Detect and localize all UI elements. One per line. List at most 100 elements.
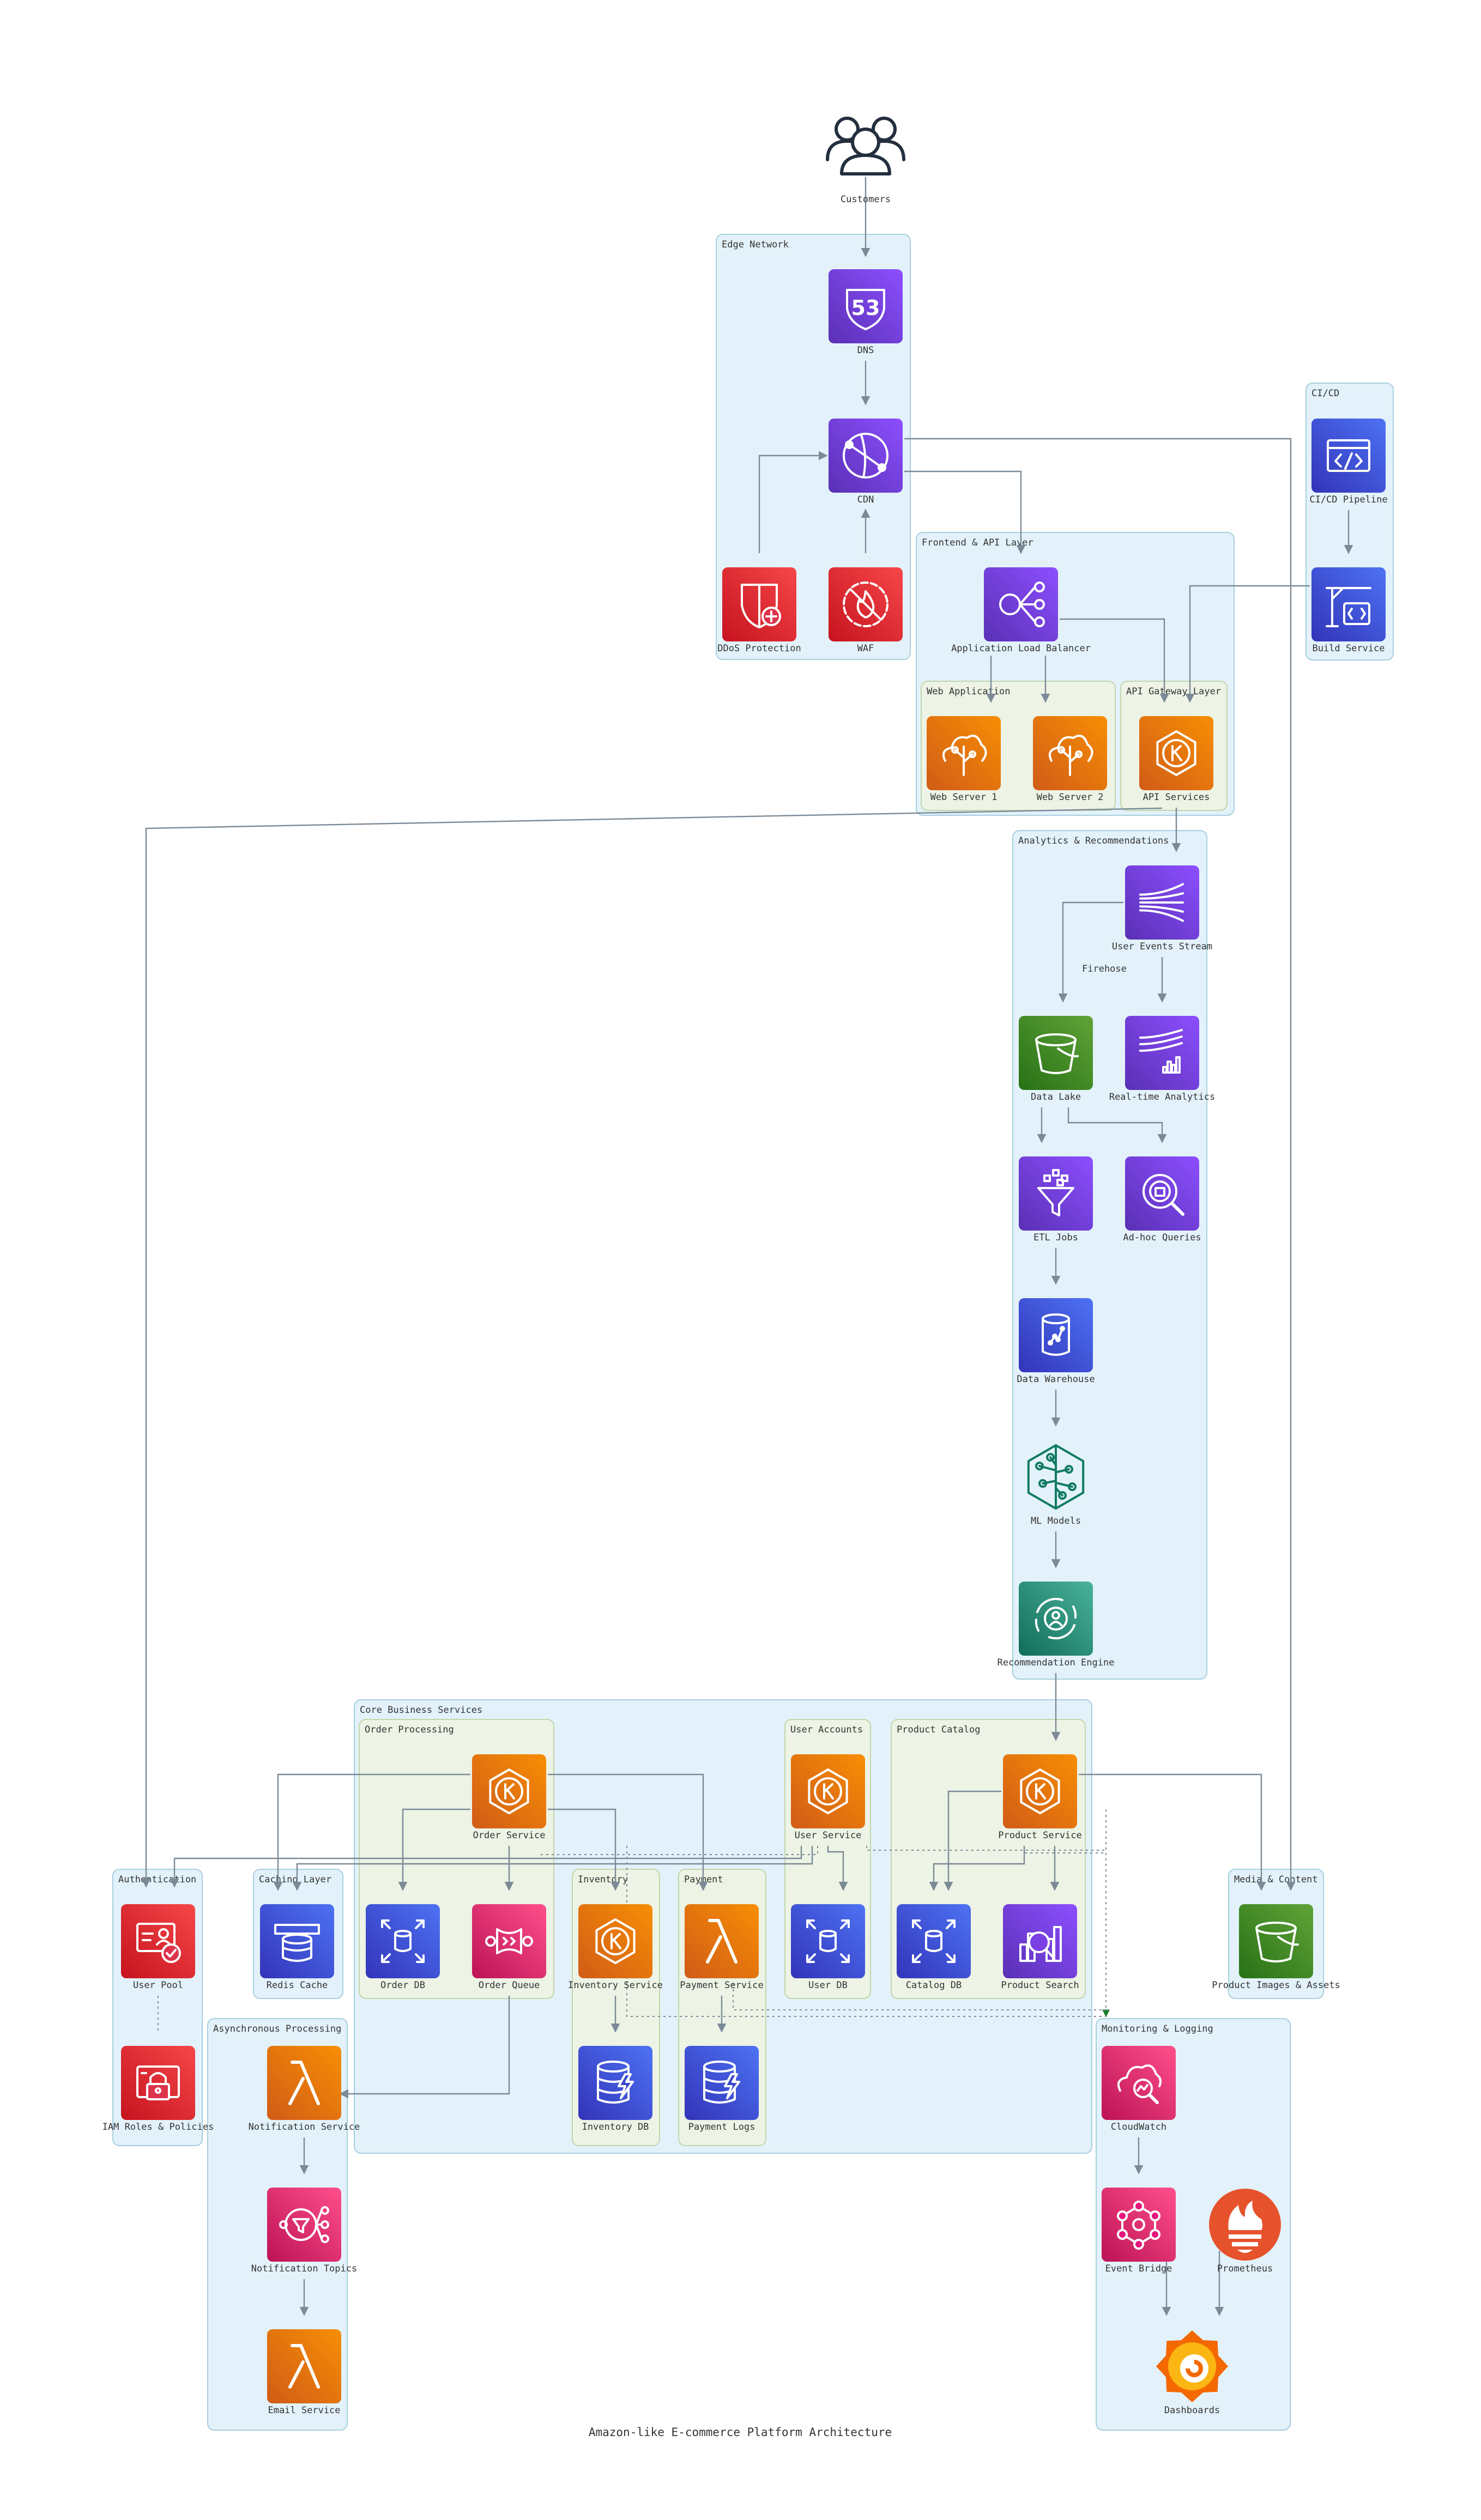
edge-27 — [827, 1846, 848, 1891]
node-dashboards[interactable]: Dashboards — [1156, 2330, 1228, 2416]
edge-24 — [548, 1808, 620, 1891]
node-label-email: Email Service — [268, 2405, 340, 2416]
node-userpool[interactable]: User Pool — [121, 1904, 195, 1991]
node-tile-inventorydb — [578, 2046, 652, 2120]
node-cicd_pipeline[interactable]: CI/CD Pipeline — [1309, 419, 1388, 505]
group-label-webapp: Web Application — [927, 686, 1011, 697]
node-customers[interactable]: Customers — [826, 117, 905, 205]
sqs-icon — [485, 1928, 533, 1954]
node-rtanalytics[interactable]: Real-time Analytics — [1109, 1016, 1215, 1102]
node-adhoc[interactable]: Ad-hoc Queries — [1123, 1156, 1201, 1243]
node-datalake[interactable]: Data Lake — [1019, 1016, 1093, 1102]
edge-28 — [170, 1846, 802, 1888]
node-catalogdb[interactable]: Catalog DB — [897, 1904, 971, 1991]
node-tile-cloudwatch — [1102, 2046, 1176, 2120]
elastic-beanstalk-icon — [1049, 735, 1093, 776]
edge-26 — [548, 1773, 708, 1891]
kubernetes-icon — [1156, 730, 1196, 776]
node-tile-dns — [829, 269, 903, 343]
node-order_svc[interactable]: Order Service — [472, 1754, 546, 1841]
personalize-icon — [1035, 1597, 1077, 1640]
kubernetes-icon — [489, 1768, 529, 1814]
edges-layer — [141, 177, 1353, 2316]
node-redis[interactable]: Redis Cache — [260, 1904, 334, 1991]
node-waf[interactable]: WAF — [829, 567, 903, 654]
node-user_svc[interactable]: User Service — [791, 1754, 865, 1841]
node-inventorydb[interactable]: Inventory DB — [578, 2046, 652, 2133]
node-web2[interactable]: Web Server 2 — [1033, 716, 1107, 803]
group-label-media: Media & Content — [1234, 1874, 1318, 1885]
bucket-icon — [1035, 1033, 1079, 1074]
node-web1[interactable]: Web Server 1 — [927, 716, 1001, 803]
cloudfront-icon — [843, 433, 888, 478]
node-label-events: User Events Stream — [1112, 941, 1212, 952]
group-label-core: Core Business Services — [360, 1705, 482, 1716]
edge-8 — [1185, 585, 1310, 703]
node-api[interactable]: API Services — [1139, 716, 1213, 803]
node-build[interactable]: Build Service — [1311, 567, 1386, 654]
kubernetes-icon — [1020, 1768, 1060, 1814]
node-label-cloudwatch: CloudWatch — [1111, 2122, 1166, 2133]
edge-29 — [292, 1846, 813, 1891]
elasticache-icon — [274, 1924, 320, 1962]
edge-34 — [339, 1996, 510, 2099]
kinesis-icon — [1139, 883, 1184, 922]
node-warehouse[interactable]: Data Warehouse — [1017, 1298, 1095, 1385]
node-events[interactable]: User Events Stream — [1112, 865, 1212, 952]
iam-icon — [136, 2065, 180, 2100]
group-label-edge: Edge Network — [722, 239, 789, 250]
node-payment_svc[interactable]: Payment Service — [680, 1904, 764, 1991]
node-eventbridge[interactable]: Event Bridge — [1102, 2188, 1176, 2274]
node-ml[interactable]: ML Models — [1027, 1444, 1085, 1526]
codepipeline-icon — [1327, 439, 1370, 472]
node-label-userpool: User Pool — [133, 1980, 183, 1991]
group-label-cicd: CI/CD — [1311, 388, 1339, 399]
node-cdn[interactable]: CDN — [829, 419, 903, 505]
node-iam[interactable]: IAM Roles & Policies — [102, 2046, 214, 2133]
node-userdb[interactable]: User DB — [791, 1904, 865, 1991]
group-label-useraccts: User Accounts — [790, 1724, 863, 1735]
node-label-alb: Application Load Balancer — [951, 643, 1091, 654]
dynamodb-icon — [597, 2061, 634, 2104]
group-monitoring — [1096, 2018, 1291, 2431]
node-label-adhoc: Ad-hoc Queries — [1123, 1232, 1201, 1243]
glue-icon — [1037, 1169, 1074, 1216]
node-paymentlogs[interactable]: Payment Logs — [685, 2046, 759, 2133]
lambda-icon — [288, 2344, 320, 2389]
node-topics[interactable]: Notification Topics — [251, 2188, 357, 2274]
node-ddos[interactable]: DDoS Protection — [717, 567, 801, 654]
node-label-order_svc: Order Service — [473, 1830, 545, 1841]
node-orderdb[interactable]: Order DB — [366, 1904, 440, 1991]
node-alb[interactable]: Application Load Balancer — [951, 567, 1091, 654]
node-label-customers: Customers — [841, 194, 891, 205]
node-search[interactable]: Product Search — [1001, 1904, 1079, 1991]
node-recommend[interactable]: Recommendation Engine — [998, 1582, 1115, 1668]
node-label-orderdb: Order DB — [380, 1980, 425, 1991]
node-label-userdb: User DB — [808, 1980, 848, 1991]
node-label-etl: ETL Jobs — [1033, 1232, 1078, 1243]
node-prometheus[interactable]: Prometheus — [1209, 2189, 1281, 2274]
node-notify_svc[interactable]: Notification Service — [249, 2046, 360, 2133]
node-inventory_svc[interactable]: Inventory Service — [568, 1904, 663, 1991]
node-tile-orderdb — [366, 1904, 440, 1978]
node-etl[interactable]: ETL Jobs — [1019, 1156, 1093, 1243]
node-label-eventbridge: Event Bridge — [1105, 2263, 1172, 2274]
node-label-build: Build Service — [1312, 643, 1385, 654]
node-images[interactable]: Product Images & Assets — [1212, 1904, 1340, 1991]
node-tile-datalake — [1019, 1016, 1093, 1090]
group-label-cache: Caching Layer — [259, 1874, 331, 1885]
node-product_svc[interactable]: Product Service — [998, 1754, 1082, 1841]
node-email[interactable]: Email Service — [267, 2329, 341, 2416]
dotted-edge-4 — [626, 1846, 1106, 2017]
node-label-redis: Redis Cache — [267, 1980, 328, 1991]
node-orderqueue[interactable]: Order Queue — [472, 1904, 546, 1991]
kubernetes-icon — [808, 1768, 848, 1814]
node-cloudwatch[interactable]: CloudWatch — [1102, 2046, 1176, 2133]
node-label-web2: Web Server 2 — [1037, 792, 1104, 803]
node-tile-payment_svc — [685, 1904, 759, 1978]
edge-22 — [398, 1808, 470, 1891]
edge-15 — [1058, 901, 1123, 1003]
group-label-inventory: Inventory — [578, 1874, 628, 1885]
